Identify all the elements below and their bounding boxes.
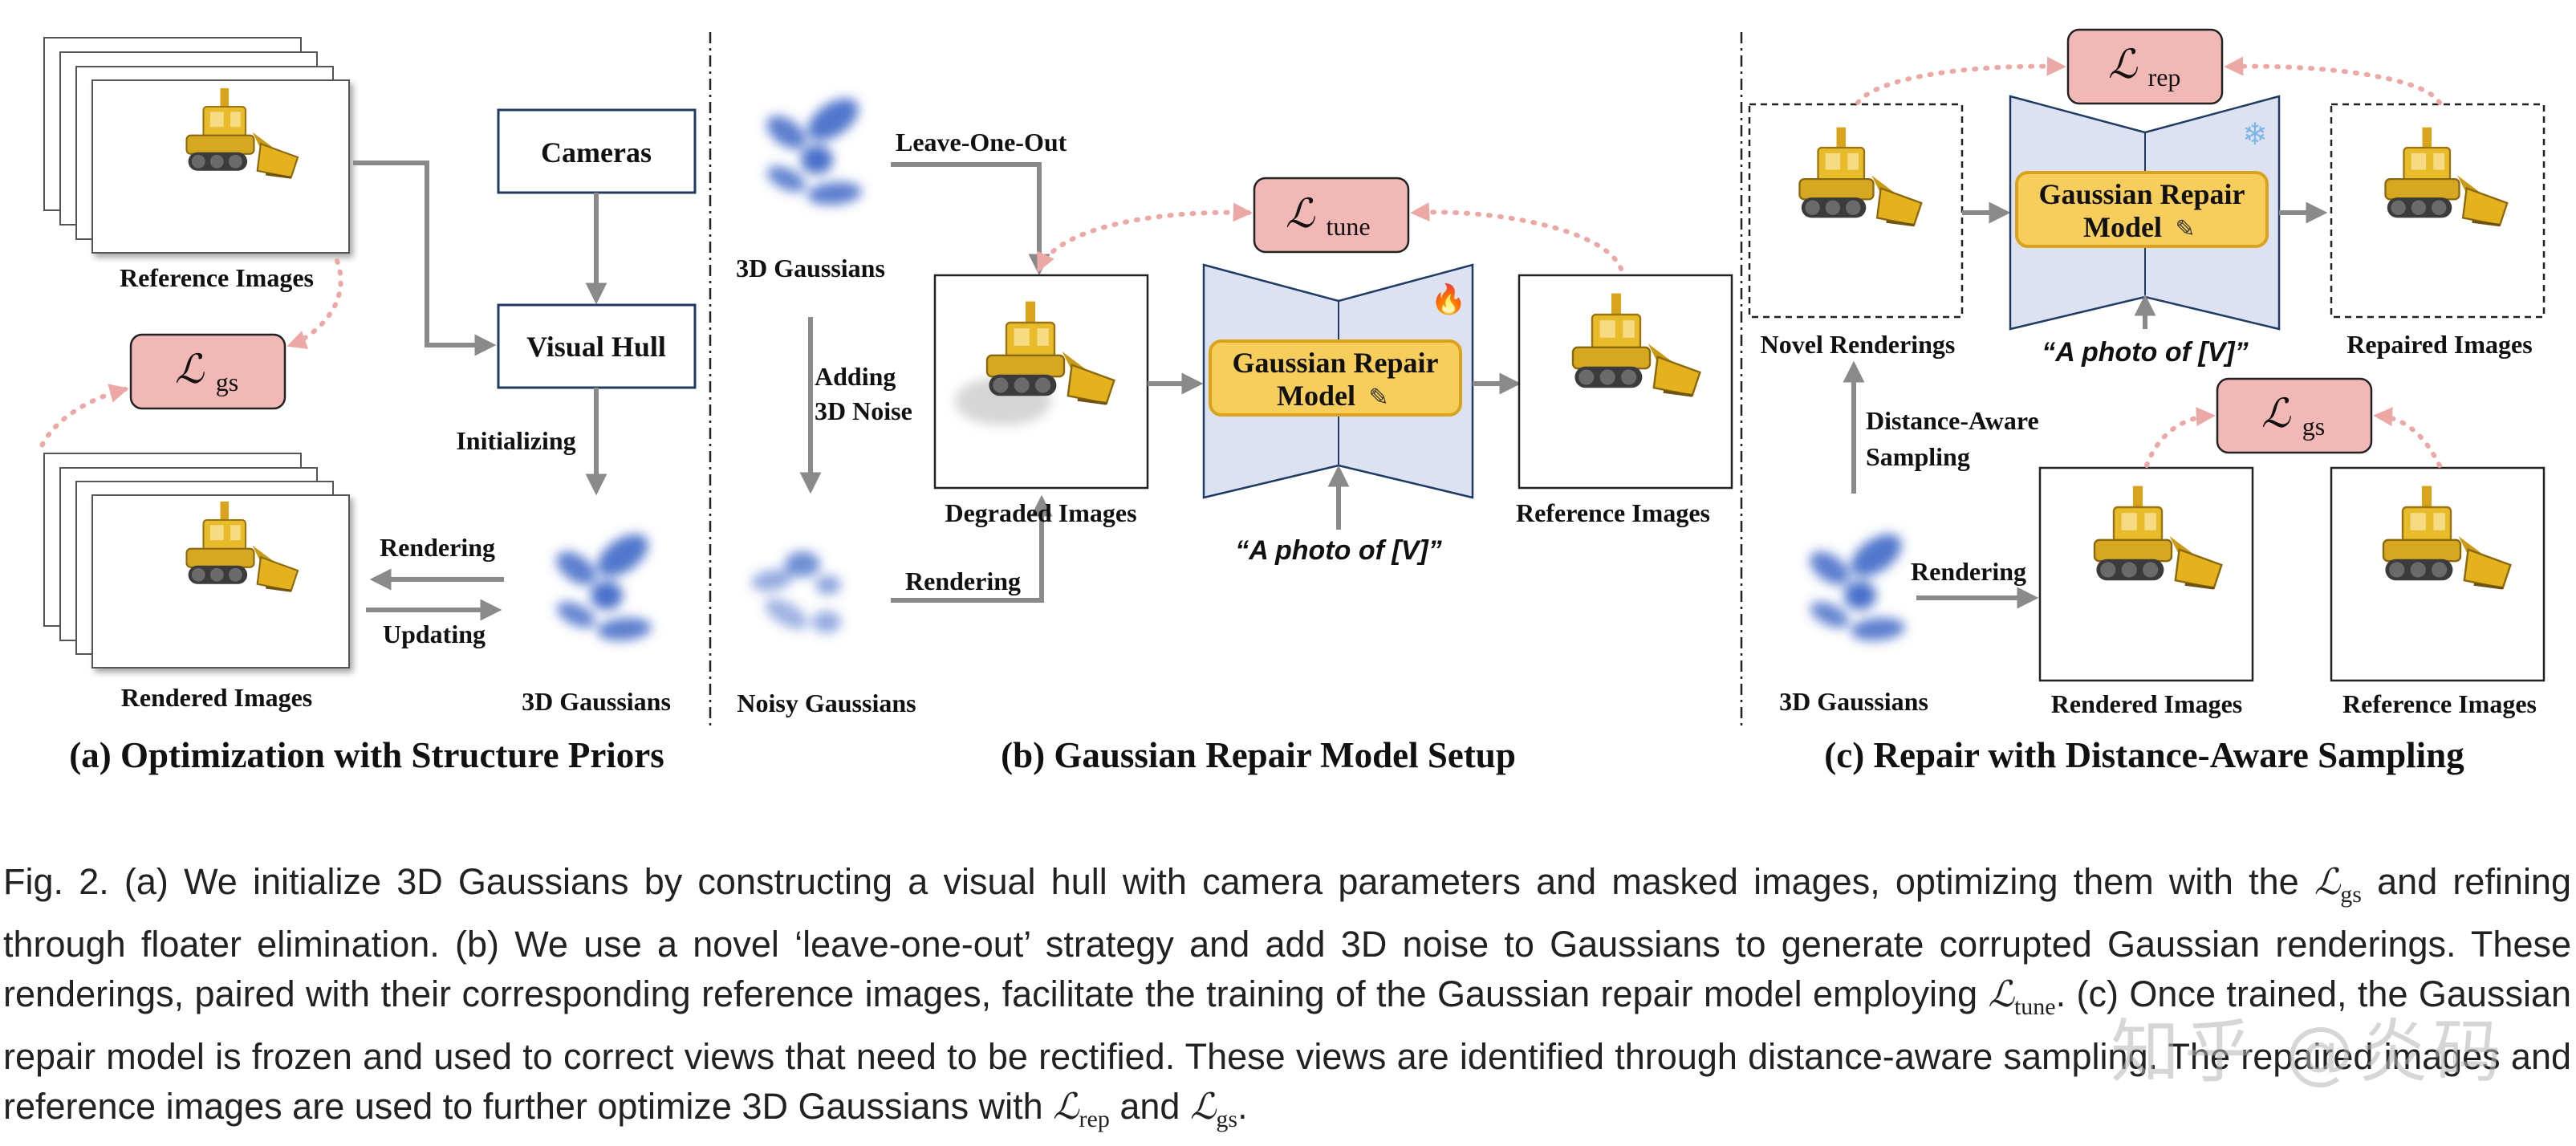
loss-gs-box [129, 333, 286, 410]
figure-caption: Fig. 2. (a) We initialize 3D Gaussians b… [3, 857, 2571, 1144]
caption-math-symbol: ℒ [2314, 862, 2341, 902]
panel-a-title: (a) Optimization with Structure Priors [69, 735, 664, 775]
caption-math-subscript: tune [2013, 994, 2056, 1020]
loss-tune-subscript: tune [1326, 212, 1370, 241]
reference-to-hull-arrow [353, 161, 497, 356]
loss-gs-subscript: gs [216, 368, 238, 396]
loss-rep-arrow-left [1855, 56, 2066, 105]
panel-a: Reference Images Cameras Visual Hull Ini… [36, 37, 697, 775]
initializing-label: Initializing [456, 426, 575, 455]
loss-tune-box [1253, 177, 1410, 254]
rendering-label: Rendering [905, 567, 1021, 595]
leave-one-out-arrow [891, 162, 1050, 276]
caption-part-4: and [1109, 1086, 1190, 1127]
model-label-box [2015, 171, 2269, 248]
reference-images-label: Reference Images [120, 263, 314, 292]
caption-math-subscript: gs [2340, 881, 2362, 908]
loss-gs-arrow-right [2373, 407, 2442, 468]
loss-tune-arrow-right [1410, 202, 1623, 271]
caption-math-tune: ℒtune [1988, 974, 2056, 1020]
caption-part-1: Fig. 2. (a) We initialize 3D Gaussians b… [3, 861, 2314, 902]
distance-label-line1: Distance-Aware [1866, 406, 2039, 435]
novel-renderings-label: Novel Renderings [1761, 330, 1956, 359]
model-label-box [1209, 339, 1462, 417]
loss-gs-symbol: ℒ [175, 347, 205, 392]
noisy-gaussians-cluster [750, 551, 841, 636]
loss-gs-box [2216, 377, 2373, 454]
prompt-text: “A photo of [V]” [2042, 337, 2248, 368]
model-label-line1: Gaussian Repair [1232, 347, 1438, 379]
loss-gs-arrow-bottom [36, 384, 129, 456]
rendered-image-stack [43, 453, 350, 668]
distance-label-line2: Sampling [1866, 442, 1970, 471]
rendered-images-label: Rendered Images [2051, 689, 2243, 718]
gaussians-label: 3D Gaussians [1779, 687, 1928, 716]
loss-gs-symbol: ℒ [2261, 391, 2291, 436]
repaired-images-label: Repaired Images [2346, 330, 2532, 359]
noisy-rendering-arrow [891, 494, 1053, 603]
model-label-line2: Model [2083, 211, 2162, 243]
gaussians-cluster [761, 90, 866, 207]
rendering-label: Rendering [1911, 557, 2026, 586]
updating-label: Updating [383, 620, 486, 648]
caption-math-rep: ℒrep [1053, 1087, 1110, 1132]
loss-gs-arrow-left [2144, 407, 2216, 468]
gaussians-label: 3D Gaussians [522, 687, 671, 716]
loss-gs-arrow-top [286, 258, 343, 349]
caption-math-symbol: ℒ [1189, 1087, 1217, 1127]
model-label-line1: Gaussian Repair [2038, 178, 2245, 210]
visual-hull-box [497, 303, 697, 389]
loss-rep-box [2066, 28, 2224, 105]
loss-gs-subscript: gs [2302, 412, 2325, 441]
caption-part-3: . (c) Once trained, the Gaussian repair … [3, 973, 2572, 1127]
reference-images-label: Reference Images [1516, 498, 1710, 527]
rendered-images-label: Rendered Images [121, 683, 313, 712]
cameras-label: Cameras [541, 136, 652, 169]
panel-b-title: (b) Gaussian Repair Model Setup [1001, 735, 1516, 775]
caption-math-subscript: rep [1079, 1106, 1110, 1132]
editor-icon: ✎ [2175, 216, 2195, 242]
pipeline-figure: Reference Images Cameras Visual Hull Ini… [36, 28, 2546, 775]
panel-c-title: (c) Repair with Distance-Aware Sampling [1824, 735, 2464, 775]
caption-math-subscript: gs [1216, 1106, 1238, 1132]
rendering-label: Rendering [380, 533, 495, 562]
watermark: 知乎 @炎码 [2111, 1012, 2507, 1092]
loss-tune-symbol: ℒ [1286, 191, 1315, 236]
reference-images-label: Reference Images [2342, 689, 2537, 718]
gaussians-cluster [551, 526, 656, 643]
loss-rep-subscript: rep [2148, 63, 2181, 91]
adding-noise-label-line2: 3D Noise [815, 396, 912, 425]
caption-math-gs: ℒgs [2314, 862, 2362, 908]
caption-math-symbol: ℒ [1988, 974, 2014, 1014]
prompt-text: “A photo of [V]” [1235, 535, 1441, 566]
reference-image-stack [43, 37, 350, 254]
loss-tune-arrow-left [1037, 202, 1253, 273]
panel-c: Novel Renderings Gaussian Repair Model ✎… [1748, 28, 2546, 775]
snowflake-icon: ❄ [2242, 118, 2268, 152]
visual-hull-label: Visual Hull [526, 331, 666, 363]
degraded-images-label: Degraded Images [945, 498, 1136, 527]
leave-one-out-label: Leave-One-Out [896, 128, 1067, 156]
adding-noise-label-line1: Adding [815, 362, 896, 391]
loss-rep-symbol: ℒ [2108, 42, 2138, 87]
fire-icon: 🔥 [1431, 282, 1467, 315]
editor-icon: ✎ [1368, 384, 1388, 411]
noisy-gaussians-label: Noisy Gaussians [737, 689, 916, 717]
caption-part-2: and refining through floater elimination… [3, 861, 2571, 1014]
caption-math-gs-2: ℒgs [1189, 1087, 1237, 1132]
panel-b: 3D Gaussians Leave-One-Out Adding 3D Noi… [736, 90, 1733, 775]
model-label-line2: Model [1277, 380, 1355, 412]
caption-part-5: . [1237, 1086, 1248, 1127]
loss-rep-arrow-right [2224, 56, 2442, 105]
gaussians-cluster [1804, 526, 1909, 643]
gaussians-label: 3D Gaussians [736, 254, 885, 282]
caption-math-symbol: ℒ [1053, 1087, 1079, 1127]
